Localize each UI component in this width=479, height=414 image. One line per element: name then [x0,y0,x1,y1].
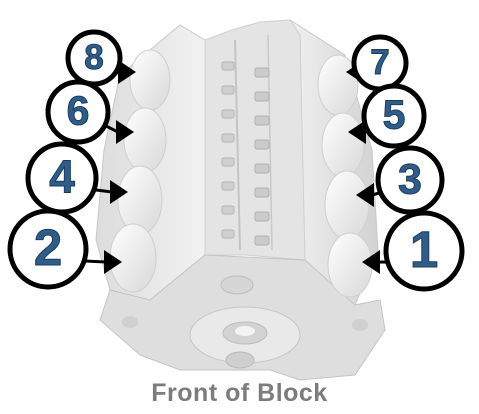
lifter-boss [222,86,234,94]
engine-block [96,20,385,380]
lifter-boss [255,164,269,173]
lifter-boss [255,140,269,149]
cylinder-number: 2 [34,219,62,276]
cylinder-number: 1 [410,221,438,278]
lifter-boss [222,206,234,214]
cylinder-number: 4 [49,150,75,202]
lifter-boss [255,212,269,221]
cylinder-bore [118,166,162,234]
cam-bore [221,276,253,294]
lifter-boss [255,68,269,77]
cylinder-number: 6 [67,88,90,134]
cylinder-number: 7 [370,43,389,82]
cylinder-bore [322,113,364,177]
cylinder-bore [328,233,372,297]
lifter-boss [222,110,234,118]
lifter-valley [205,20,305,260]
cylinder-number: 3 [398,155,422,203]
cylinder-number: 5 [383,92,406,138]
lifter-boss [255,116,269,125]
lifter-boss [222,158,234,166]
cylinder-bore [110,224,156,292]
cylinder-number: 8 [84,38,103,77]
lifter-boss [255,188,269,197]
lifter-boss [255,92,269,101]
cylinder-bore [130,50,170,110]
lifter-boss [222,134,234,142]
lifter-boss [222,182,234,190]
cylinder-bore [325,171,369,239]
front-of-block-caption: Front of Block [0,379,479,408]
lifter-boss [222,230,234,238]
cylinder-bore [124,108,166,172]
lifter-boss [222,62,234,70]
lifter-boss [255,236,269,245]
